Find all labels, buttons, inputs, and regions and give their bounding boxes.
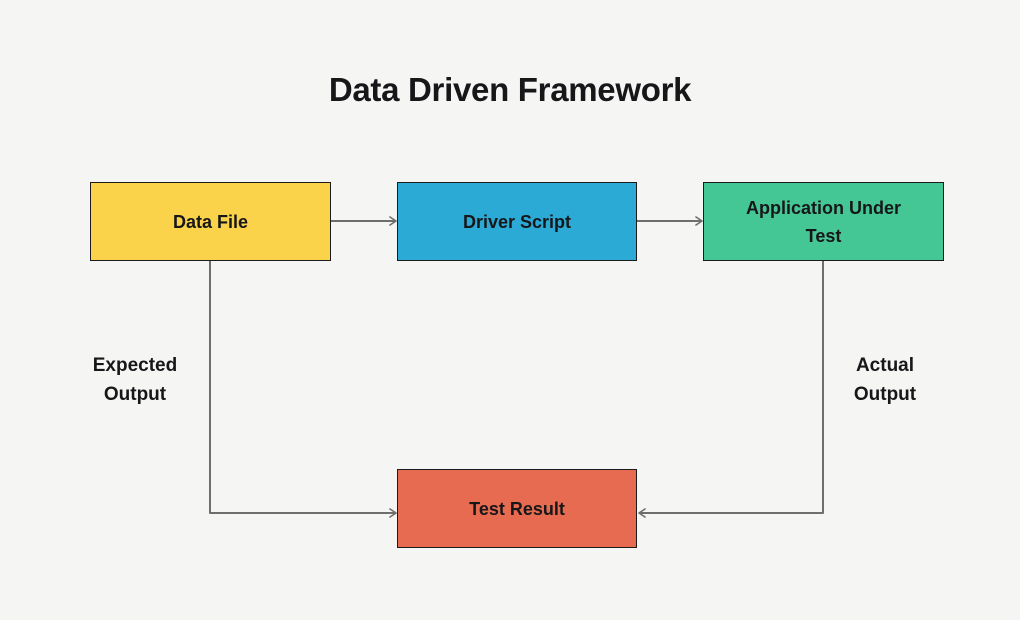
node-application-under-test-label: Application Under Test (745, 197, 901, 246)
node-test-result: Test Result (397, 469, 637, 548)
node-application-under-test: Application Under Test (703, 182, 944, 261)
connector-aut-to-testresult (638, 261, 824, 518)
edge-label-expected-output: Expected Output (92, 355, 178, 405)
node-test-result-label: Test Result (469, 498, 565, 519)
edge-label-actual-output: Actual Output (853, 355, 917, 405)
node-data-file-label: Data File (172, 211, 249, 232)
node-data-file: Data File (90, 182, 331, 261)
node-driver-script-label: Driver Script (462, 211, 572, 232)
diagram-title: Data Driven Framework (328, 71, 692, 108)
node-driver-script: Driver Script (397, 182, 637, 261)
connector-datafile-to-testresult (209, 261, 397, 518)
